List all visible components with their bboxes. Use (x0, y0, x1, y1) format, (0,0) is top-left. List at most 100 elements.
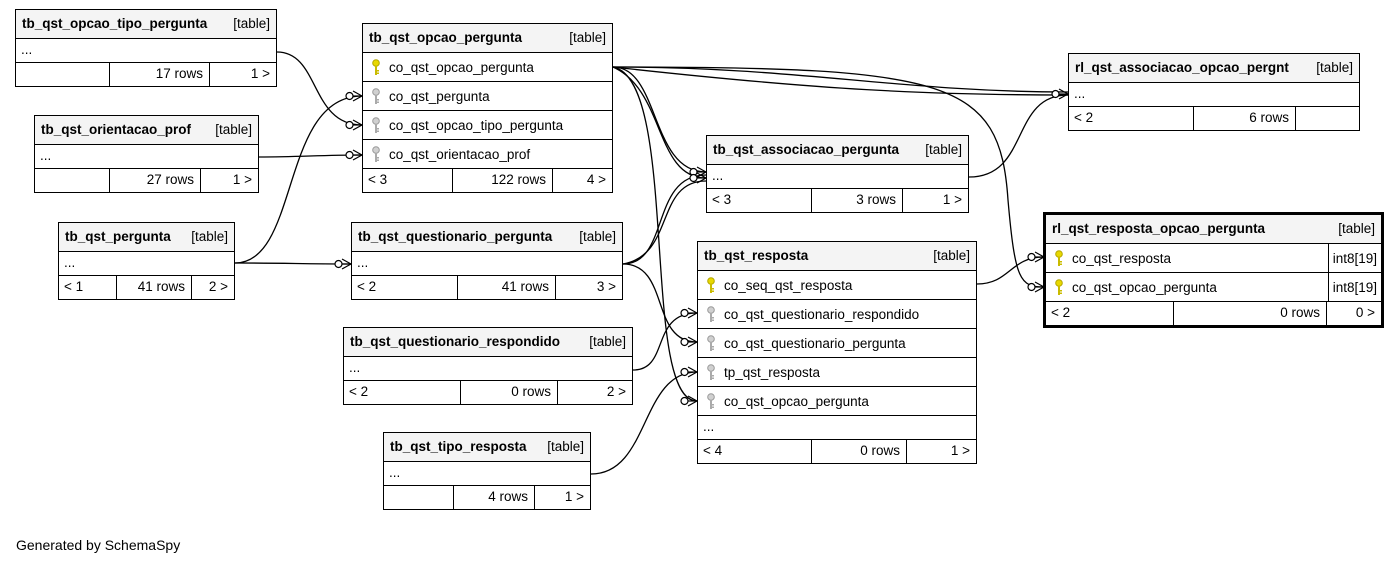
column-row[interactable]: co_qst_opcao_tipo_pergunta (363, 111, 612, 140)
table-associacao-opcao-pergnt[interactable]: rl_qst_associacao_opcao_pergnt [table] .… (1068, 53, 1360, 131)
table-header: tb_qst_associacao_pergunta [table] (707, 136, 968, 165)
table-type-tag: [table] (925, 142, 962, 157)
table-resposta-opcao-pergunta[interactable]: rl_qst_resposta_opcao_pergunta [table] c… (1043, 212, 1384, 328)
parents-link[interactable]: < 2 (344, 381, 461, 404)
table-type-tag: [table] (569, 30, 606, 45)
parents-link[interactable]: < 4 (698, 440, 812, 463)
column-name: co_qst_pergunta (389, 89, 490, 104)
edge-opcao-rlresp (612, 66, 1045, 288)
edge-quest-assoc-2 (622, 180, 707, 265)
edge-opcao-rlassoc-1 (612, 66, 1069, 93)
table-header: tb_qst_pergunta [table] (59, 223, 234, 252)
foreign-key-icon (707, 306, 715, 322)
row-count: 0 rows (812, 440, 907, 463)
table-footer: < 1 41 rows 2 > (59, 276, 234, 299)
table-name[interactable]: tb_qst_tipo_resposta (390, 439, 527, 454)
children-link[interactable] (1296, 107, 1359, 130)
children-link[interactable]: 2 > (208, 279, 228, 294)
table-header: tb_qst_questionario_pergunta [table] (352, 223, 622, 252)
table-header: rl_qst_resposta_opcao_pergunta [table] (1046, 215, 1381, 244)
table-name[interactable]: tb_qst_questionario_pergunta (358, 229, 553, 244)
parents-link[interactable]: < 3 (707, 189, 812, 212)
parents-link[interactable] (384, 486, 454, 509)
ellipsis-row: ... (352, 252, 622, 276)
parents-link[interactable]: < 3 (363, 169, 453, 192)
table-questionario-pergunta[interactable]: tb_qst_questionario_pergunta [table] ...… (351, 222, 623, 300)
column-row[interactable]: co_qst_opcao_pergunta (698, 387, 976, 416)
table-resposta[interactable]: tb_qst_resposta [table] co_seq_qst_respo… (697, 241, 977, 464)
primary-key-icon (1055, 279, 1063, 295)
column-name: co_qst_questionario_pergunta (724, 336, 906, 351)
column-row[interactable]: co_seq_qst_resposta (698, 271, 976, 300)
parents-link[interactable]: < 2 (352, 276, 458, 299)
table-type-tag: [table] (1316, 60, 1353, 75)
foreign-key-icon (707, 364, 715, 380)
column-name: co_qst_opcao_pergunta (1072, 280, 1217, 295)
column-row[interactable]: co_qst_questionario_pergunta (698, 329, 976, 358)
column-name: co_qst_opcao_pergunta (724, 394, 869, 409)
table-header: tb_qst_opcao_tipo_pergunta [table] (16, 10, 276, 39)
table-name[interactable]: tb_qst_pergunta (65, 229, 171, 244)
column-name: tp_qst_resposta (724, 365, 821, 380)
table-footer: < 2 0 rows 0 > (1046, 302, 1381, 325)
table-name[interactable]: tb_qst_orientacao_prof (41, 122, 192, 137)
edge-opcao-assoc-2 (612, 66, 707, 179)
column-row[interactable]: co_qst_opcao_pergunta int8[19] (1046, 273, 1381, 302)
table-name[interactable]: tb_qst_resposta (704, 248, 809, 263)
children-link[interactable]: 0 > (1355, 305, 1375, 320)
children-link[interactable]: 2 > (606, 384, 626, 399)
parents-link[interactable]: < 1 (59, 276, 117, 299)
column-name: co_qst_orientacao_prof (389, 147, 531, 162)
column-row[interactable]: tp_qst_resposta (698, 358, 976, 387)
parents-link[interactable] (16, 63, 110, 86)
table-type-tag: [table] (589, 334, 626, 349)
row-count: 41 rows (117, 276, 192, 299)
column-type: int8[19] (1327, 273, 1381, 301)
parents-link[interactable]: < 2 (1046, 302, 1174, 325)
table-orientacao-prof[interactable]: tb_qst_orientacao_prof [table] ... 27 ro… (34, 115, 259, 193)
table-pergunta[interactable]: tb_qst_pergunta [table] ... < 1 41 rows … (58, 222, 235, 300)
table-footer: 4 rows 1 > (384, 486, 590, 509)
table-footer: 27 rows 1 > (35, 169, 258, 192)
table-name[interactable]: tb_qst_associacao_pergunta (713, 142, 900, 157)
row-count: 4 rows (454, 486, 535, 509)
children-link[interactable]: 1 > (942, 192, 962, 207)
table-questionario-respondido[interactable]: tb_qst_questionario_respondido [table] .… (343, 327, 633, 405)
table-associacao-pergunta[interactable]: tb_qst_associacao_pergunta [table] ... <… (706, 135, 969, 213)
table-opcao-tipo-pergunta[interactable]: tb_qst_opcao_tipo_pergunta [table] ... 1… (15, 9, 277, 87)
table-header: rl_qst_associacao_opcao_pergnt [table] (1069, 54, 1359, 83)
table-name[interactable]: tb_qst_questionario_respondido (350, 334, 561, 349)
table-footer: < 2 41 rows 3 > (352, 276, 622, 299)
row-count: 41 rows (458, 276, 556, 299)
table-footer: < 4 0 rows 1 > (698, 440, 976, 463)
row-count: 3 rows (812, 189, 903, 212)
children-link[interactable]: 1 > (564, 489, 584, 504)
column-row[interactable]: co_qst_resposta int8[19] (1046, 244, 1381, 273)
table-name[interactable]: tb_qst_opcao_pergunta (369, 30, 523, 45)
table-name[interactable]: tb_qst_opcao_tipo_pergunta (22, 16, 208, 31)
column-row[interactable]: co_qst_pergunta (363, 82, 612, 111)
column-row[interactable]: co_qst_questionario_respondido (698, 300, 976, 329)
table-type-tag: [table] (1338, 221, 1375, 236)
children-link[interactable]: 4 > (586, 172, 606, 187)
table-type-tag: [table] (191, 229, 228, 244)
table-header: tb_qst_orientacao_prof [table] (35, 116, 258, 145)
table-type-tag: [table] (215, 122, 252, 137)
table-name[interactable]: rl_qst_associacao_opcao_pergnt (1075, 60, 1289, 75)
parents-link[interactable] (35, 169, 110, 192)
row-count: 27 rows (110, 169, 201, 192)
children-link[interactable]: 1 > (950, 443, 970, 458)
children-link[interactable]: 1 > (250, 66, 270, 81)
row-count: 0 rows (461, 381, 558, 404)
table-tipo-resposta[interactable]: tb_qst_tipo_resposta [table] ... 4 rows … (383, 432, 591, 510)
table-opcao-pergunta[interactable]: tb_qst_opcao_pergunta [table] co_qst_opc… (362, 23, 613, 193)
table-name[interactable]: rl_qst_resposta_opcao_pergunta (1052, 221, 1266, 236)
edge-assoc-rlassoc (968, 94, 1069, 178)
column-row[interactable]: co_qst_opcao_pergunta (363, 53, 612, 82)
parents-link[interactable]: < 2 (1069, 107, 1194, 130)
children-link[interactable]: 3 > (596, 279, 616, 294)
column-row[interactable]: co_qst_orientacao_prof (363, 140, 612, 169)
edge-quest-assoc-1 (622, 174, 707, 265)
children-link[interactable]: 1 > (232, 172, 252, 187)
